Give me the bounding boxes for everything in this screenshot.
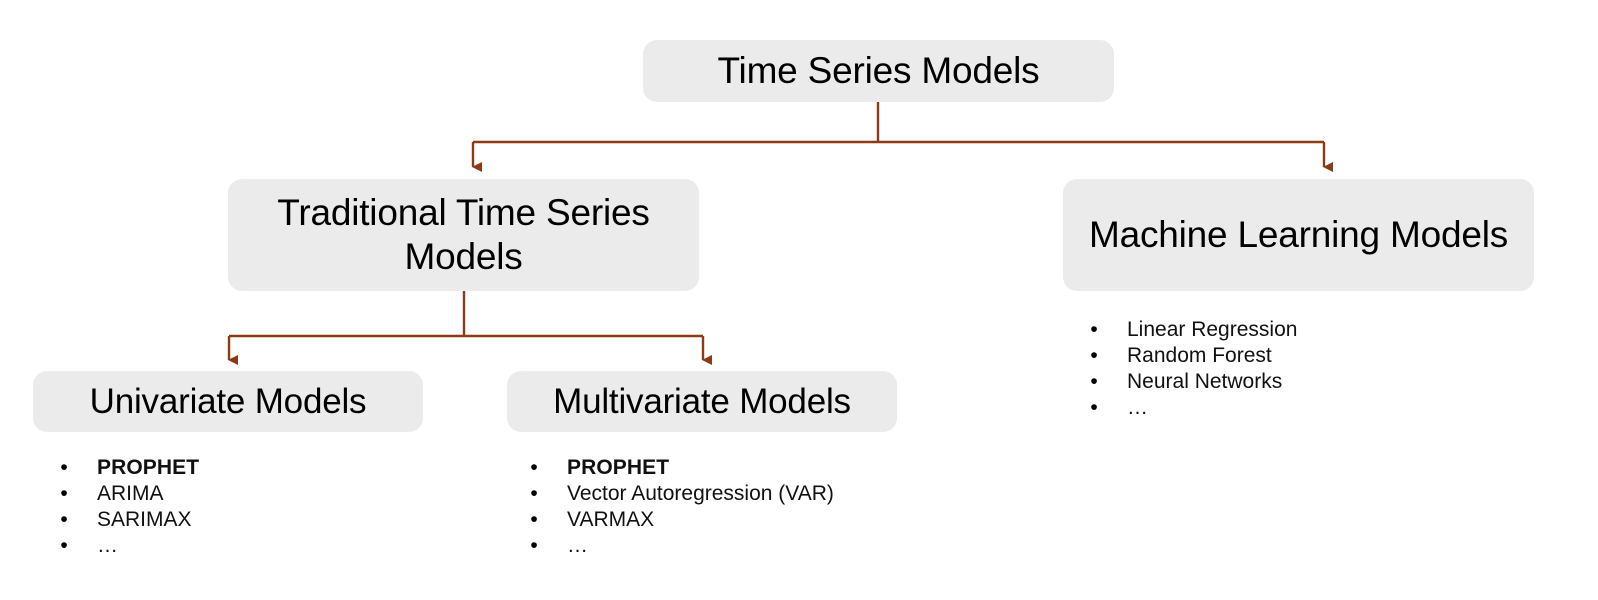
node-traditional-time-series-models-label: Traditional Time Series Models <box>277 192 650 277</box>
bullet-icon: • <box>530 456 538 479</box>
list-item: • PROPHET <box>57 455 199 481</box>
bullet-icon: • <box>60 508 68 531</box>
node-multivariate-models-label: Multivariate Models <box>553 381 851 421</box>
list-item: • SARIMAX <box>57 507 199 533</box>
bullet-icon: • <box>530 534 538 557</box>
list-item: • VARMAX <box>527 507 834 533</box>
list-item: • Vector Autoregression (VAR) <box>527 481 834 507</box>
bullet-icon: • <box>530 508 538 531</box>
node-univariate-models[interactable]: Univariate Models <box>33 371 423 432</box>
edge-traditional-to-children <box>227 291 712 365</box>
bullet-icon: • <box>60 456 68 479</box>
node-time-series-models[interactable]: Time Series Models <box>643 40 1114 102</box>
list-item-label: Linear Regression <box>1127 318 1298 341</box>
node-univariate-models-label: Univariate Models <box>89 381 367 421</box>
list-item: •… <box>527 533 834 559</box>
bullet-icon: • <box>60 534 68 557</box>
bullet-icon: • <box>530 482 538 505</box>
bullet-icon: • <box>1090 396 1098 419</box>
list-item: • Random Forest <box>1087 343 1297 369</box>
list-item: • ARIMA <box>57 481 199 507</box>
node-traditional-time-series-models[interactable]: Traditional Time Series Models <box>228 179 699 291</box>
list-item-label: SARIMAX <box>97 508 192 531</box>
list-item-label: ARIMA <box>97 482 164 505</box>
node-machine-learning-models[interactable]: Machine Learning Models <box>1063 179 1534 291</box>
node-machine-learning-models-label: Machine Learning Models <box>1088 214 1509 256</box>
list-item-label: Vector Autoregression (VAR) <box>567 482 834 505</box>
bullet-icon: • <box>1090 370 1098 393</box>
list-item: •… <box>57 533 199 559</box>
list-item-label: VARMAX <box>567 508 655 531</box>
list-item: • Neural Networks <box>1087 369 1297 395</box>
multivariate-model-list: • PROPHET • Vector Autoregression (VAR) • VAR… <box>527 455 834 559</box>
list-item-label: … <box>97 534 118 557</box>
list-item-label: … <box>567 534 588 557</box>
list-item-label: … <box>1127 396 1148 419</box>
list-item: • PROPHET <box>527 455 834 481</box>
list-item: •… <box>1087 395 1297 421</box>
list-item-label: Neural Networks <box>1127 370 1283 393</box>
node-multivariate-models[interactable]: Multivariate Models <box>507 371 897 432</box>
machine-learning-model-list: • Linear Regression • Random Forest • Neural … <box>1087 317 1297 421</box>
list-item: • Linear Regression <box>1087 317 1297 343</box>
bullet-icon: • <box>1090 318 1098 341</box>
list-item-label: Random Forest <box>1127 344 1272 367</box>
edge-root-to-children <box>471 102 1333 172</box>
bullet-icon: • <box>1090 344 1098 367</box>
node-time-series-models-label: Time Series Models <box>717 50 1040 92</box>
list-item-label: PROPHET <box>567 456 670 479</box>
bullet-icon: • <box>60 482 68 505</box>
univariate-model-list: •PROPHET•ARIMA•SARIMAX•… <box>57 455 199 559</box>
list-item-label: PROPHET <box>97 456 200 479</box>
